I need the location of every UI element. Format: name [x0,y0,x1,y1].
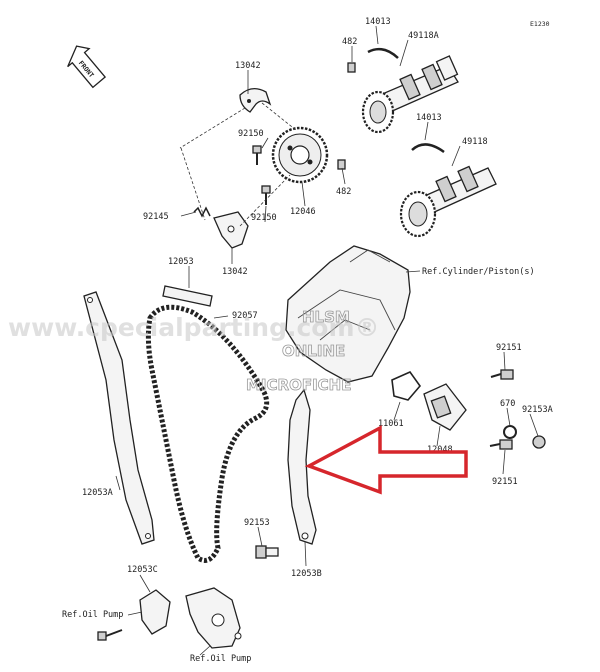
label-49118: 49118 [462,137,488,147]
spring-92145-part [193,206,211,218]
chain-guide-12053-part [162,285,213,307]
label-49118a: 49118A [408,31,439,41]
label-13042-lower: 13042 [222,267,248,277]
chain-guide-12053b-part [287,388,317,545]
label-ref-oil-pump-left: Ref.Oil Pump [62,610,123,620]
watermark-stamp: HLSM ONLINE MICROFICHE [246,308,352,395]
cam-chain-part [145,304,270,563]
label-12053b: 12053B [291,569,322,579]
label-92145: 92145 [143,212,169,222]
cap-bolt-92153a-part [532,435,546,449]
bolt-hole-icon [247,99,251,103]
label-92151-lower: 92151 [492,477,518,487]
watermark-text: www.cpecialparting.com® [8,313,380,342]
diagram-code: E1230 [530,20,550,28]
label-12053a: 12053A [82,488,113,498]
label-11061: 11061 [378,419,404,429]
chain-tensioner-part [423,383,467,431]
watermark-stamp-line-3: MICROFICHE [246,376,351,394]
watermark-stamp-line-2: ONLINE [282,342,345,360]
bolt-92150-lower-part [261,185,271,205]
chain-guide-upper-part [239,88,272,113]
pin-482-upper-part [347,62,356,73]
cam-cap-ring-upper-part [367,47,399,59]
pin-482-lower-part [337,159,346,170]
label-670: 670 [500,399,515,409]
chain-guide-12053a-part [83,291,155,545]
bolt-92151-upper-part [490,369,514,380]
label-ref-cylinder-piston: Ref.Cylinder/Piston(s) [422,267,535,277]
bolt-92151-lower-part [489,439,513,450]
label-92153a: 92153A [522,405,553,415]
label-92150-upper: 92150 [238,129,264,139]
chain-guide-12053c-part [139,589,171,635]
label-12053c: 12053C [127,565,158,575]
cam-sprocket-part [271,126,329,184]
label-92151-upper: 92151 [496,343,522,353]
bolt-92150-upper-part [252,145,262,165]
label-92153: 92153 [244,518,270,528]
o-ring-670-part [503,425,517,439]
label-12053: 12053 [168,257,194,267]
label-13042-upper: 13042 [235,61,261,71]
bolt-oil-pump-part [97,629,123,641]
label-482-upper: 482 [342,37,357,47]
bolt-92153-part [255,545,279,559]
label-482-lower: 482 [336,187,351,197]
label-12048: 12048 [427,445,453,455]
front-arrow-icon: FRONT [67,45,107,89]
watermark-stamp-line-1: HLSM [302,308,350,326]
label-92150-lower: 92150 [251,213,277,223]
label-92057: 92057 [232,311,258,321]
camshaft-upper-part [361,55,459,134]
camshaft-lower-part [399,165,497,238]
red-arrow-annotation [304,425,468,495]
label-12046: 12046 [290,207,316,217]
label-ref-oil-pump-bottom: Ref.Oil Pump [190,654,251,664]
label-14013-lower: 14013 [416,113,442,123]
label-14013-upper: 14013 [365,17,391,27]
cylinder-head-part [285,245,411,383]
hole-icon [227,225,235,233]
gasket-11061-part [391,371,422,401]
cam-cap-ring-lower-part [411,143,445,154]
